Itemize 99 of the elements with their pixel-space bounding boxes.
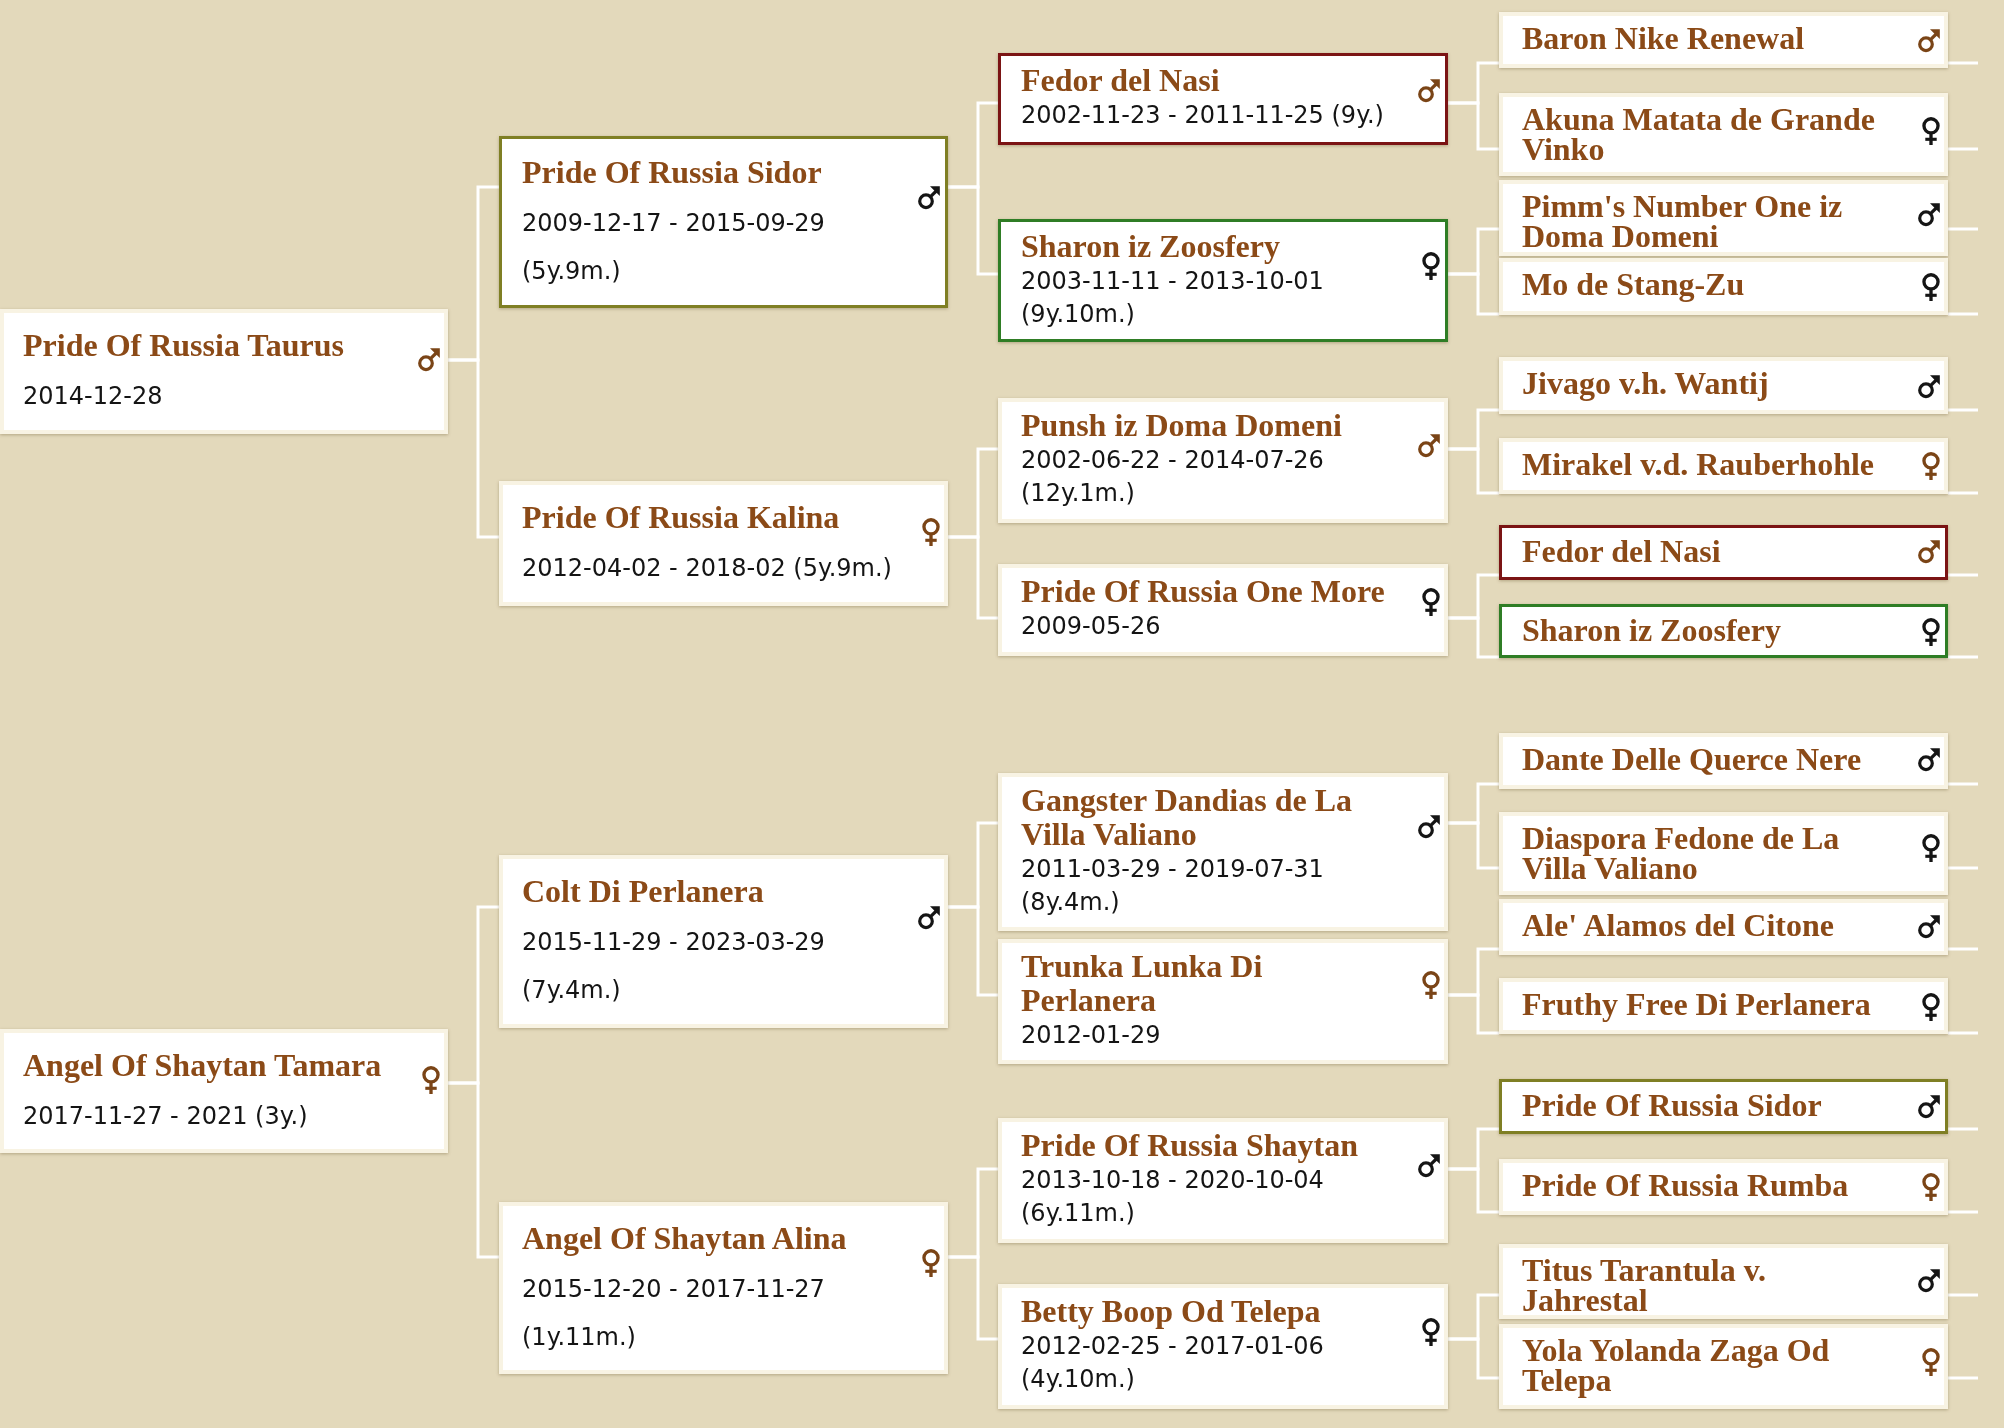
- connector-line: [1448, 101, 1499, 151]
- pedigree-card: [1499, 438, 1948, 494]
- animal-name: Angel Of Shaytan Tamara: [23, 1046, 383, 1085]
- pedigree-card: [1499, 733, 1948, 789]
- pedigree-card: [998, 773, 1448, 931]
- life-dates: 2015-11-29 - 2023-03-29 (7y.4m.): [522, 927, 826, 1006]
- connector-line: [1948, 312, 1978, 316]
- pedigree-card: [1499, 604, 1948, 658]
- connector-line: [1948, 1127, 1978, 1131]
- pedigree-card: [1499, 93, 1948, 176]
- animal-name: Gangster Dandias de La Villa Valiano: [1021, 783, 1353, 851]
- animal-name: Punsh iz Doma Domeni: [1021, 408, 1343, 442]
- pedigree-card: [998, 939, 1448, 1064]
- animal-name: Angel Of Shaytan Alina: [522, 1219, 848, 1258]
- animal-name: Fedor del Nasi: [1021, 63, 1221, 97]
- animal-name: Pimm's Number One iz Doma Domeni: [1522, 191, 1844, 251]
- animal-name: Ale' Alamos del Citone: [1522, 910, 1835, 940]
- animal-name: Trunka Lunka Di Perlanera: [1021, 949, 1264, 1017]
- connector-line: [1448, 1167, 1499, 1214]
- connector-line: [1948, 782, 1978, 786]
- life-dates: 2009-12-17 - 2015-09-29 (5y.9m.): [522, 208, 826, 287]
- pedigree-card: [1499, 525, 1948, 580]
- pedigree-card: [1499, 357, 1948, 414]
- pedigree-card: [1499, 978, 1948, 1034]
- animal-name: Dante Delle Querce Nere: [1522, 744, 1863, 774]
- connector-line: [1948, 408, 1978, 412]
- pedigree-card: [499, 481, 948, 606]
- life-dates: 2011-03-29 - 2019-07-31 (8y.4m.): [1021, 854, 1325, 918]
- connector-line: [1948, 655, 1978, 659]
- animal-name: Colt Di Perlanera: [522, 872, 765, 911]
- pedigree-card: [998, 53, 1448, 145]
- pedigree-card: [1499, 1159, 1948, 1215]
- connector-line: [448, 358, 499, 539]
- animal-name: Fedor del Nasi: [1522, 536, 1722, 566]
- connector-line: [1948, 1293, 1978, 1297]
- connector-line: [1448, 993, 1499, 1035]
- animal-name: Akuna Matata de Grande Vinko: [1522, 104, 1876, 164]
- connector-line: [1948, 1376, 1978, 1380]
- pedigree-card: [998, 1118, 1448, 1243]
- life-dates: 2015-12-20 - 2017-11-27 (1y.11m.): [522, 1274, 826, 1353]
- connector-line: [1948, 147, 1978, 151]
- life-dates: 2013-10-18 - 2020-10-04 (6y.11m.): [1021, 1165, 1325, 1229]
- life-dates: 2017-11-27 - 2021 (3y.): [23, 1101, 309, 1132]
- life-dates: 2002-11-23 - 2011-11-25 (9y.): [1021, 100, 1385, 131]
- pedigree-card: [499, 855, 948, 1028]
- connector-line: [1948, 227, 1978, 231]
- connector-line: [1448, 272, 1499, 316]
- connector-line: [1948, 61, 1978, 65]
- animal-name: Pride Of Russia Rumba: [1522, 1170, 1850, 1200]
- pedigree-card: [0, 1029, 448, 1153]
- connector-line: [948, 185, 998, 276]
- animal-name: Sharon iz Zoosfery: [1021, 229, 1281, 263]
- connector-line: [1948, 866, 1978, 870]
- connector-line: [948, 535, 998, 620]
- connector-line: [448, 1081, 499, 1259]
- animal-name: Diaspora Fedone de La Villa Valiano: [1522, 823, 1841, 883]
- connector-line: [948, 1255, 998, 1341]
- animal-name: Pride Of Russia Taurus: [23, 326, 345, 365]
- connector-line: [1948, 1031, 1978, 1035]
- animal-name: Pride Of Russia Sidor: [1522, 1090, 1823, 1120]
- pedigree-card: [1499, 1079, 1948, 1134]
- connector-line: [1448, 447, 1499, 495]
- pedigree-card: [499, 136, 948, 308]
- animal-name: Pride Of Russia Shaytan: [1021, 1128, 1359, 1162]
- connector-line: [1448, 821, 1499, 870]
- connector-line: [1948, 491, 1978, 495]
- pedigree-card: [998, 1284, 1448, 1409]
- connector-line: [1948, 947, 1978, 951]
- animal-name: Titus Tarantula v. Jahrestal: [1522, 1255, 1767, 1315]
- life-dates: 2012-02-25 - 2017-01-06 (4y.10m.): [1021, 1331, 1325, 1395]
- pedigree-card: [1499, 812, 1948, 895]
- pedigree-card: [1499, 899, 1948, 955]
- connector-line: [1948, 1210, 1978, 1214]
- pedigree-card: [1499, 12, 1948, 68]
- connector-line: [1448, 1337, 1499, 1380]
- animal-name: Pride Of Russia Kalina: [522, 498, 841, 537]
- pedigree-card: [0, 309, 448, 434]
- pedigree-card: [998, 219, 1448, 342]
- animal-name: Betty Boop Od Telepa: [1021, 1294, 1322, 1328]
- connector-line: [948, 905, 998, 997]
- animal-name: Mirakel v.d. Rauberhohle: [1522, 449, 1875, 479]
- pedigree-card: [998, 398, 1448, 523]
- life-dates: 2003-11-11 - 2013-10-01 (9y.10m.): [1021, 266, 1325, 330]
- pedigree-card: [1499, 258, 1948, 315]
- pedigree-card: [998, 564, 1448, 656]
- connector-line: [1448, 616, 1499, 659]
- pedigree-card: [1499, 180, 1948, 256]
- life-dates: 2009-05-26: [1021, 611, 1162, 642]
- animal-name: Pride Of Russia One More: [1021, 574, 1386, 608]
- pedigree-card: [1499, 1324, 1948, 1409]
- animal-name: Pride Of Russia Sidor: [522, 153, 823, 192]
- pedigree-card: [1499, 1244, 1948, 1319]
- connector-line: [1948, 573, 1978, 577]
- life-dates: 2014-12-28: [23, 381, 164, 412]
- life-dates: 2002-06-22 - 2014-07-26 (12y.1m.): [1021, 445, 1325, 509]
- animal-name: Baron Nike Renewal: [1522, 23, 1806, 53]
- pedigree-card: [499, 1202, 948, 1374]
- life-dates: 2012-01-29: [1021, 1020, 1162, 1051]
- life-dates: 2012-04-02 - 2018-02 (5y.9m.): [522, 553, 893, 584]
